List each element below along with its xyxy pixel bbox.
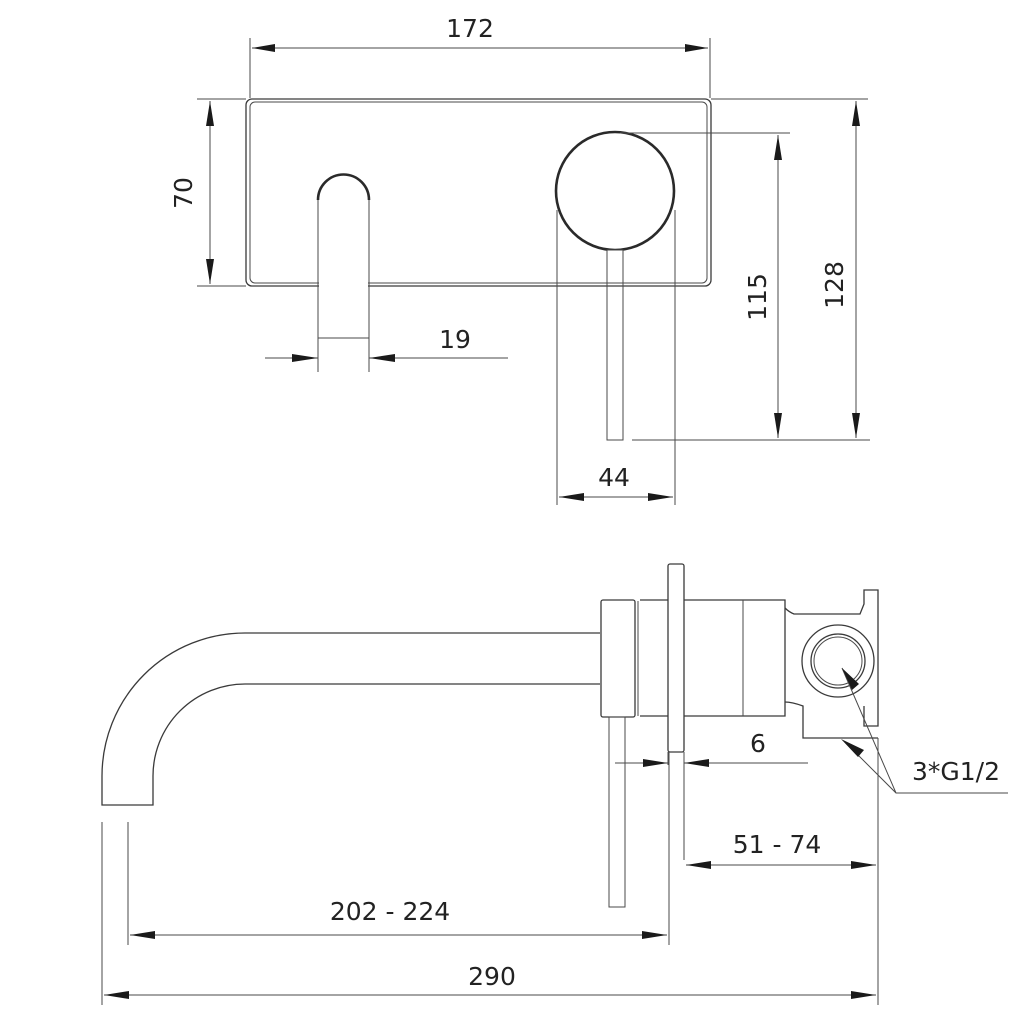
front-view: 172 70 19 44 115 128 xyxy=(169,14,870,505)
handle-lever-side xyxy=(608,716,626,908)
dim-handle-diameter: 44 xyxy=(598,463,630,492)
handle-lever xyxy=(606,249,624,441)
inlet-port-mid xyxy=(810,633,866,689)
dim-overall-length: 290 xyxy=(468,962,516,991)
handle-disc xyxy=(554,130,676,252)
dim-plate-height: 70 xyxy=(169,177,198,209)
spout-front xyxy=(317,200,370,340)
dim-wall-depth: 51 - 74 xyxy=(733,830,822,859)
cover-plate-outer xyxy=(245,98,712,287)
wall-plate-side xyxy=(667,563,685,753)
spout-front-top xyxy=(316,173,371,201)
handle-hub xyxy=(600,599,636,718)
dim-spout-projection: 202 - 224 xyxy=(330,897,450,926)
dim-plate-thickness: 6 xyxy=(750,729,766,758)
inlet-port-inner xyxy=(813,636,863,686)
dim-overall-height: 128 xyxy=(820,261,849,309)
side-view: 6 3*G1/2 51 - 74 202 - 224 290 xyxy=(101,563,1008,1005)
dim-handle-lever-height: 115 xyxy=(743,273,772,321)
spout-side xyxy=(101,632,600,806)
inlet-block xyxy=(784,589,879,739)
inlet-port-outer xyxy=(801,624,875,698)
valve-body xyxy=(640,599,786,717)
cover-plate-inner xyxy=(249,101,708,284)
dim-spout-width: 19 xyxy=(439,325,471,354)
dim-plate-width: 172 xyxy=(446,14,494,43)
annotation-connections: 3*G1/2 xyxy=(912,757,1000,786)
